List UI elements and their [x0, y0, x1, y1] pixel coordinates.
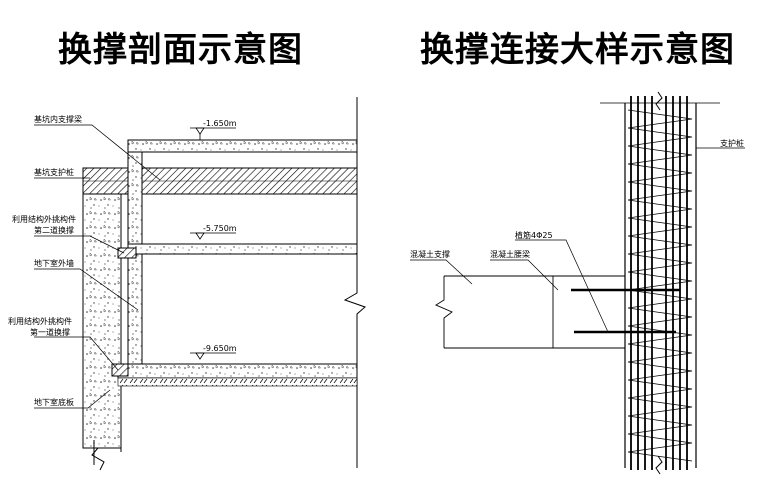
- elevation-middle: [190, 232, 236, 240]
- elevation-label-bottom: -9.650m: [203, 344, 237, 353]
- bottom-slab: [117, 363, 358, 379]
- cushion-layer: [117, 377, 358, 387]
- right-break-line: [343, 97, 366, 468]
- middle-slab: [127, 243, 358, 255]
- elevation-label-middle: -5.750m: [203, 224, 237, 233]
- section-title: 换撑剖面示意图: [58, 30, 303, 70]
- label-basement-floor: 地下室底板: [34, 397, 74, 407]
- label-concrete-strut: 混凝土支撑: [410, 249, 450, 259]
- elevation-bottom: [190, 352, 236, 360]
- second-strut-block: [117, 247, 137, 259]
- detail-title: 换撑连接大样示意图: [420, 30, 735, 70]
- support-pile: [82, 167, 122, 449]
- label-inner-strut: 基坑内支撑梁: [34, 114, 82, 124]
- elevation-top: [190, 127, 236, 140]
- label-support-pile: 基坑支护桩: [34, 167, 74, 177]
- section-drawing: -1.650m -5.750m -9.650m 基坑内支撑梁 基坑支护桩 利用结…: [8, 97, 366, 471]
- elevation-label-top: -1.650m: [203, 119, 237, 128]
- label-pile: 支护桩: [720, 138, 744, 148]
- label-second-strut-line2: 第二道换撑: [34, 225, 74, 235]
- label-basement-wall: 地下室外墙: [34, 258, 74, 268]
- leader-lines: [34, 124, 161, 409]
- label-first-strut-line1: 利用结构外挑构件: [8, 316, 72, 326]
- strut-outline: [444, 275, 625, 349]
- label-first-strut-line2: 第一道换撑: [30, 327, 70, 337]
- label-anchor-bar: 植筋4Φ25: [515, 230, 553, 240]
- label-concrete-beam: 混凝土腰梁: [490, 249, 530, 259]
- top-slab: [127, 139, 358, 153]
- pile-top-break: [655, 91, 663, 111]
- detail-leader-lines: [410, 147, 745, 333]
- strut-break-line: [435, 276, 453, 348]
- detail-drawing: 支护桩 植筋4Φ25 混凝土支撑 混凝土腰梁: [410, 91, 745, 475]
- label-second-strut-line1: 利用结构外挑构件: [12, 214, 76, 224]
- first-strut-block: [111, 363, 129, 377]
- pile-break-line: [83, 447, 122, 471]
- pile-bottom-break: [655, 455, 663, 475]
- pile-spiral-stirrup: [627, 109, 693, 462]
- basement-wall: [127, 139, 143, 379]
